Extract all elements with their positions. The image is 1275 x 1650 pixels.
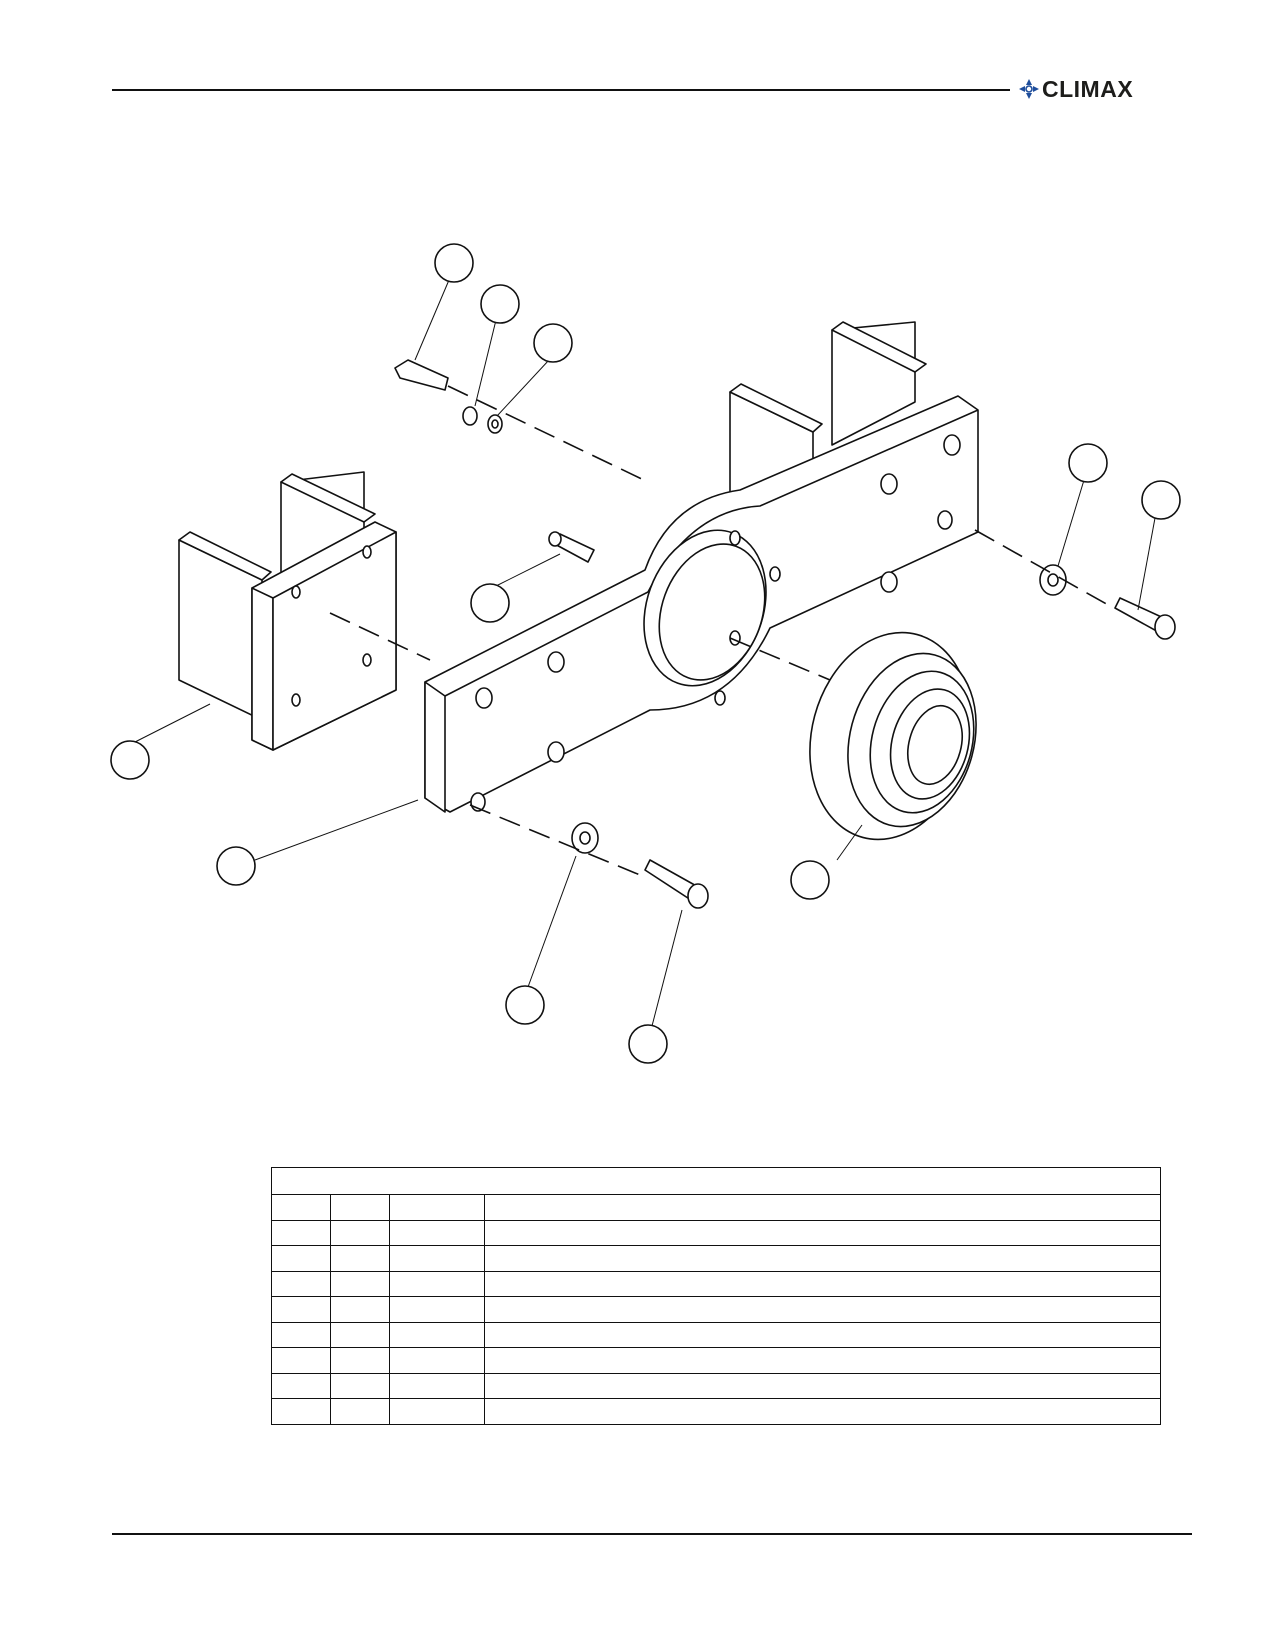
table-cell (389, 1219, 485, 1246)
dowel-pin (548, 531, 595, 563)
balloon-9 (790, 860, 830, 900)
table-cell (271, 1219, 331, 1246)
table-cell (271, 1270, 331, 1297)
table-cell (330, 1398, 390, 1425)
table-cell (389, 1321, 485, 1348)
table-cell (330, 1270, 390, 1297)
balloon-8 (216, 846, 256, 886)
balloon-5 (1141, 480, 1181, 520)
lower-hardware (571, 822, 709, 909)
table-cell (330, 1321, 390, 1348)
table-cell (484, 1398, 1161, 1425)
table-cell (389, 1372, 485, 1399)
hub-assembly (809, 631, 977, 841)
table-cell (330, 1372, 390, 1399)
parts-table-title (271, 1167, 1161, 1195)
column-header (484, 1194, 1161, 1221)
table-cell (389, 1245, 485, 1272)
table-row (271, 1219, 1161, 1246)
balloon-6 (470, 583, 510, 623)
table-cell (271, 1321, 331, 1348)
table-cell (330, 1245, 390, 1272)
main-plate (424, 395, 979, 813)
table-cell (484, 1219, 1161, 1246)
right-hardware (1039, 564, 1176, 640)
upper-hardware (394, 359, 503, 434)
table-cell (389, 1398, 485, 1425)
table-cell (330, 1296, 390, 1323)
table-row (271, 1321, 1161, 1348)
table-cell (271, 1372, 331, 1399)
leader-lines (134, 279, 1156, 1027)
parts-list-table (271, 1167, 1161, 1425)
table-cell (484, 1321, 1161, 1348)
exploded-assembly-drawing (0, 220, 1275, 1080)
table-row (271, 1245, 1161, 1272)
table-cell (271, 1347, 331, 1374)
table-row (271, 1372, 1161, 1399)
table-cell (484, 1270, 1161, 1297)
table-cell (389, 1296, 485, 1323)
column-header (389, 1194, 485, 1221)
balloon-4 (1068, 443, 1108, 483)
footer-rule (112, 1533, 1192, 1535)
table-cell (271, 1245, 331, 1272)
climax-star-icon (1019, 79, 1039, 99)
balloon-10 (505, 985, 545, 1025)
assembly-lines (329, 385, 1111, 876)
climax-logo: CLIMAX (1018, 74, 1133, 104)
table-row (271, 1270, 1161, 1297)
balloon-1 (434, 243, 474, 283)
table-row (271, 1296, 1161, 1323)
balloon-11 (628, 1024, 668, 1064)
table-row (271, 1398, 1161, 1425)
table-cell (271, 1296, 331, 1323)
column-header (330, 1194, 390, 1221)
table-cell (389, 1347, 485, 1374)
table-cell (330, 1219, 390, 1246)
balloon-2 (480, 284, 520, 324)
table-cell (484, 1347, 1161, 1374)
balloon-7 (110, 740, 150, 780)
logo-wordmark: CLIMAX (1042, 75, 1134, 102)
table-cell (484, 1245, 1161, 1272)
table-cell (389, 1270, 485, 1297)
table-cell (484, 1372, 1161, 1399)
column-header (271, 1194, 331, 1221)
table-cell (271, 1398, 331, 1425)
header-rule (112, 89, 1010, 91)
table-cell (330, 1347, 390, 1374)
table-cell (484, 1296, 1161, 1323)
table-row (271, 1347, 1161, 1374)
left-bracket (178, 471, 397, 751)
balloon-3 (533, 323, 573, 363)
parts-table-header (271, 1194, 1161, 1221)
